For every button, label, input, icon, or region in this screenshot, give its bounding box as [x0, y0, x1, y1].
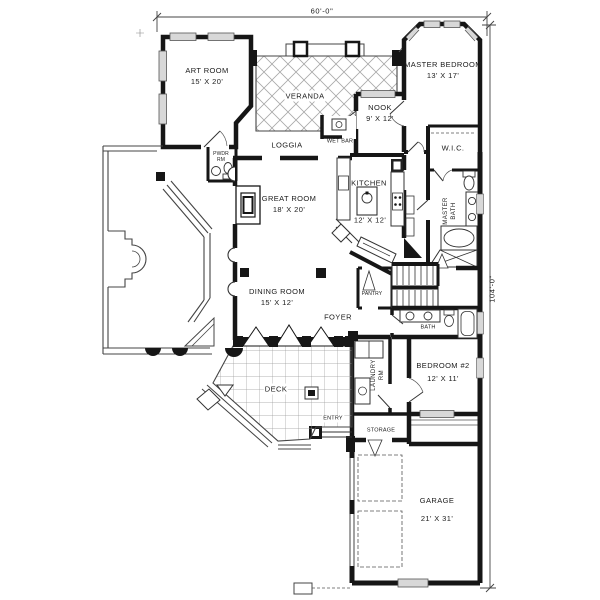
sink	[335, 121, 343, 128]
master-bedroom-walls	[389, 20, 483, 152]
arch	[275, 324, 303, 347]
veranda-column	[344, 40, 361, 58]
column-base	[172, 348, 188, 356]
garage-door	[349, 458, 355, 566]
art-room-walls	[158, 32, 254, 152]
column	[334, 336, 343, 347]
arched-window	[227, 166, 236, 297]
window	[360, 90, 396, 98]
great-room-walls	[227, 158, 326, 340]
label-deck: DECK	[263, 383, 289, 395]
arch	[242, 326, 270, 347]
window	[476, 311, 484, 335]
sink	[467, 196, 477, 206]
window	[397, 578, 429, 588]
window	[207, 32, 235, 41]
closet	[405, 195, 415, 215]
label-wet-bar: WET BAR	[326, 138, 354, 145]
window	[465, 27, 478, 40]
sink	[467, 212, 477, 222]
window	[406, 27, 419, 40]
label-storage: STORAGE	[366, 427, 396, 434]
label-foyer: FOYER	[324, 312, 352, 322]
window	[158, 93, 167, 125]
door	[362, 269, 376, 291]
door	[367, 439, 383, 457]
dimension-width-label: 60'-0"	[310, 6, 334, 16]
column	[233, 336, 243, 347]
label-bath: BATH	[420, 324, 436, 331]
veranda-column	[292, 40, 309, 58]
label-kitchen: KITCHEN	[351, 178, 387, 188]
window	[158, 50, 167, 82]
window	[169, 32, 197, 41]
column-base	[145, 348, 161, 356]
storage-room	[346, 412, 412, 457]
label-wic: W.I.C.	[441, 143, 465, 153]
stoop	[293, 582, 313, 595]
window	[476, 193, 484, 215]
sink	[423, 311, 433, 321]
master-hall	[404, 141, 428, 237]
cooktop	[392, 192, 403, 211]
label-loggia: LOGGIA	[271, 140, 303, 150]
right-wall	[476, 152, 484, 414]
toilet	[463, 175, 475, 191]
column	[302, 336, 311, 347]
wet-bar-fixture	[320, 115, 356, 139]
window	[476, 357, 484, 379]
garage-walls	[293, 414, 483, 595]
column	[316, 268, 326, 278]
arch	[307, 326, 335, 347]
sink	[338, 175, 349, 191]
label-pantry: PANTRY	[360, 291, 384, 297]
hall-bath	[390, 305, 480, 340]
dimension-height-label: 104'-0"	[487, 275, 497, 303]
master-bath-fixtures	[428, 170, 480, 271]
sink	[211, 166, 221, 176]
kitchen-fixtures	[331, 155, 422, 276]
label-entry: ENTRY	[322, 415, 344, 423]
wic-walls	[416, 124, 478, 268]
corner-sink	[331, 223, 351, 243]
pantry-stairs	[356, 262, 440, 311]
window	[423, 20, 441, 28]
window	[419, 410, 455, 418]
closet	[405, 217, 415, 237]
dimension-lines	[136, 11, 496, 593]
label-kitchen-size: 12' X 12'	[353, 215, 387, 225]
column	[240, 268, 249, 277]
bedroom2-walls	[406, 337, 480, 426]
step-arrow	[216, 384, 234, 397]
courtyard	[102, 145, 215, 356]
column	[345, 336, 353, 347]
toilet	[444, 315, 454, 327]
garden-steps	[162, 180, 213, 238]
sink	[405, 311, 415, 321]
label-veranda: VERANDA	[284, 90, 326, 102]
fountain-niche	[108, 230, 147, 288]
window	[443, 20, 461, 28]
column-base	[225, 348, 243, 357]
column	[269, 336, 278, 347]
